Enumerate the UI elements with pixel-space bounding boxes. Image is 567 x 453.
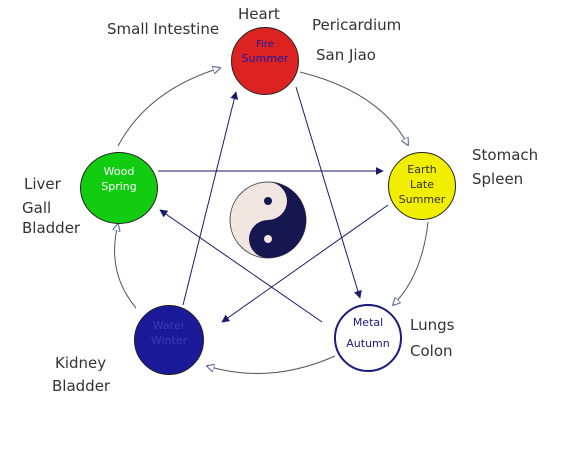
cycle-arrow-metal-water bbox=[207, 355, 336, 374]
yin-yang-icon bbox=[229, 181, 307, 259]
cycle-arrow-fire-earth bbox=[299, 71, 408, 145]
organ-label-kidney: Kidney bbox=[55, 354, 107, 372]
organ-label-heart: Heart bbox=[238, 5, 280, 23]
organ-label-spleen: Spleen bbox=[472, 170, 524, 188]
cycle-arrow-water-wood bbox=[115, 224, 137, 309]
organ-label-gall: Gall bbox=[22, 199, 52, 217]
wood-element-node: Wood Spring bbox=[80, 152, 158, 224]
earth-element-node: Earth Late Summer bbox=[388, 152, 456, 220]
organ-label-stomach: Stomach bbox=[472, 146, 539, 164]
organ-label-small-intestine: Small Intestine bbox=[107, 20, 220, 38]
organ-label-pericardium: Pericardium bbox=[312, 16, 402, 34]
control-arrow-earth-water bbox=[221, 204, 389, 323]
fire-season: Summer bbox=[241, 51, 289, 65]
fire-element-node: Fire Summer bbox=[231, 27, 299, 95]
cycle-arrow-wood-fire bbox=[117, 68, 220, 147]
control-arrow-water-fire bbox=[182, 91, 239, 306]
control-arrow-fire-metal bbox=[295, 86, 362, 299]
organ-label-san-jiao: San Jiao bbox=[316, 46, 376, 64]
organ-label-wood-bladder: Bladder bbox=[22, 219, 81, 237]
organ-label-colon: Colon bbox=[410, 342, 453, 360]
water-season: Winter bbox=[150, 333, 188, 347]
cycle-arrow-earth-metal bbox=[393, 221, 429, 305]
metal-element-node: Metal Autumn bbox=[334, 304, 402, 372]
wood-season: Spring bbox=[101, 179, 137, 193]
organ-label-liver: Liver bbox=[24, 175, 61, 193]
water-element-node: Water Winter bbox=[134, 305, 204, 375]
metal-season: Autumn bbox=[346, 336, 390, 350]
organ-label-lungs: Lungs bbox=[410, 316, 455, 334]
wood-name: Wood bbox=[103, 165, 135, 178]
organ-label-water-bladder: Bladder bbox=[52, 377, 111, 395]
fire-name: Fire bbox=[256, 39, 274, 50]
earth-season-line1: Late bbox=[410, 177, 434, 191]
earth-season-line2: Summer bbox=[398, 192, 446, 206]
earth-name: Earth bbox=[407, 163, 437, 176]
metal-name: Metal bbox=[352, 316, 384, 329]
control-arrow-metal-wood bbox=[159, 209, 323, 323]
water-name: Water bbox=[152, 319, 186, 332]
